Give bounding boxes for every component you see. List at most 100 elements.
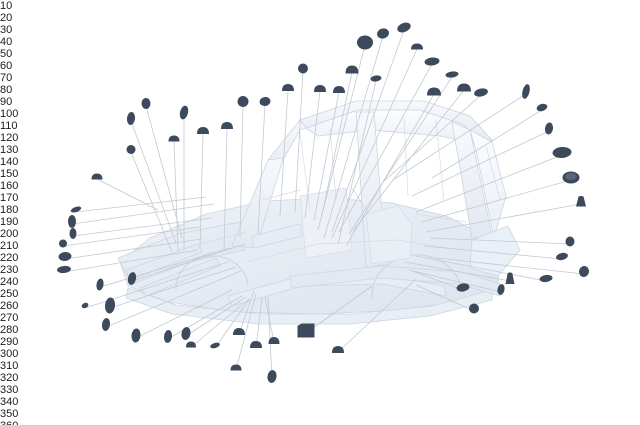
callout-label-110[interactable]: 110 [0,120,18,132]
callout-marker-420[interactable] [234,92,253,116]
callout-label-200[interactable]: 200 [0,228,19,240]
callout-marker-280[interactable] [206,339,224,357]
callout-label-130[interactable]: 130 [0,144,19,156]
callout-marker-80[interactable] [453,80,475,101]
callout-marker-270[interactable] [264,366,281,392]
callout-marker-240[interactable] [138,94,155,118]
callout-marker-550[interactable] [562,233,579,256]
callout-label-260[interactable]: 260 [0,300,19,312]
callout-label-270[interactable]: 270 [0,312,19,324]
callout-label-340[interactable]: 340 [0,396,19,408]
callout-label-100[interactable]: 100 [0,108,19,120]
callout-marker-880[interactable] [549,143,576,167]
callout-marker-370[interactable] [328,342,348,362]
callout-label-140[interactable]: 140 [0,156,19,168]
callout-label-220[interactable]: 220 [0,252,19,264]
callout-label-10[interactable]: 10 [0,0,13,12]
callout-marker-200[interactable] [124,268,140,294]
callout-marker-190[interactable] [160,326,176,352]
callout-marker-260[interactable] [123,108,139,134]
callout-marker-70[interactable] [421,54,444,75]
callout-marker-90[interactable] [367,72,386,91]
callout-marker-120[interactable] [310,81,330,101]
callout-marker-540[interactable] [78,299,93,317]
callout-marker-170[interactable] [246,337,266,357]
leader-line [331,29,405,233]
callout-label-240[interactable]: 240 [0,276,19,288]
callout-marker-630[interactable] [465,300,483,323]
callout-label-20[interactable]: 20 [0,12,13,24]
callout-marker-590[interactable] [101,294,119,323]
callout-marker-290[interactable] [165,132,184,151]
callout-label-230[interactable]: 230 [0,264,19,276]
callout-label-300[interactable]: 300 [0,348,19,360]
callout-label-90[interactable]: 90 [0,96,13,108]
callout-label-180[interactable]: 180 [0,204,19,216]
callout-marker-410[interactable] [256,93,275,115]
callout-marker-180[interactable] [178,323,195,349]
callout-marker-710[interactable] [407,40,427,59]
callout-label-160[interactable]: 160 [0,180,19,192]
callout-label-190[interactable]: 190 [0,216,19,228]
callout-marker-340[interactable] [123,141,140,163]
callout-marker-860[interactable] [67,203,86,221]
callout-label-250[interactable]: 250 [0,288,19,300]
callout-marker-530[interactable] [93,275,108,300]
callout-marker-40[interactable] [552,249,572,269]
callout-marker-20[interactable] [575,262,593,286]
callout-marker-50[interactable] [536,271,557,291]
callout-label-30[interactable]: 30 [0,24,13,36]
callout-label-120[interactable]: 120 [0,132,19,144]
callout-marker-130[interactable] [278,80,298,100]
callout-marker-520[interactable] [572,193,590,216]
callout-marker-210[interactable] [55,236,71,257]
callout-marker-110[interactable] [453,280,474,301]
callout-label-320[interactable]: 320 [0,372,19,384]
callout-marker-100[interactable] [294,60,312,83]
callout-marker-870[interactable] [176,102,192,129]
callout-label-330[interactable]: 330 [0,384,19,396]
callout-marker-610[interactable] [494,280,509,304]
callout-label-60[interactable]: 60 [0,60,13,72]
callout-label-40[interactable]: 40 [0,36,13,48]
callout-label-150[interactable]: 150 [0,168,19,180]
callout-marker-560[interactable] [98,314,114,340]
callout-marker-350[interactable] [88,170,107,189]
callout-label-50[interactable]: 50 [0,48,13,60]
callout-marker-160[interactable] [502,269,519,293]
callout-marker-850[interactable] [442,68,463,87]
callout-marker-900[interactable] [559,168,584,193]
callout-marker-440[interactable] [294,320,319,347]
callout-label-280[interactable]: 280 [0,324,19,336]
callout-marker-150[interactable] [423,84,445,105]
callout-marker-510[interactable] [64,211,80,237]
callout-label-310[interactable]: 310 [0,360,19,372]
callout-marker-140[interactable] [329,82,349,102]
callout-marker-700[interactable] [393,19,415,41]
callout-marker-220[interactable] [66,224,81,248]
leader-line [167,295,243,340]
callout-marker-430[interactable] [541,119,557,144]
callout-marker-910[interactable] [519,80,534,108]
callout-label-80[interactable]: 80 [0,84,13,96]
callout-label-70[interactable]: 70 [0,72,13,84]
callout-marker-60[interactable] [342,62,363,83]
callout-label-360[interactable]: 360 [0,420,640,425]
callout-marker-300[interactable] [193,123,213,143]
callout-marker-890[interactable] [353,32,377,59]
callout-label-170[interactable]: 170 [0,192,19,204]
callout-marker-30[interactable] [470,85,492,106]
callout-marker-360[interactable] [227,361,246,380]
callout-marker-310[interactable] [217,118,237,138]
callout-marker-250[interactable] [182,338,200,357]
callout-label-210[interactable]: 210 [0,240,19,252]
callout-label-290[interactable]: 290 [0,336,19,348]
callout-marker-230[interactable] [229,324,249,344]
callout-label-350[interactable]: 350 [0,408,19,420]
callout-marker-380[interactable] [265,333,284,353]
callout-marker-580[interactable] [373,25,393,48]
callout-marker-320[interactable] [128,325,145,352]
callout-marker-600[interactable] [55,248,76,270]
callout-marker-330[interactable] [53,262,75,282]
callout-marker-10[interactable] [533,100,552,120]
